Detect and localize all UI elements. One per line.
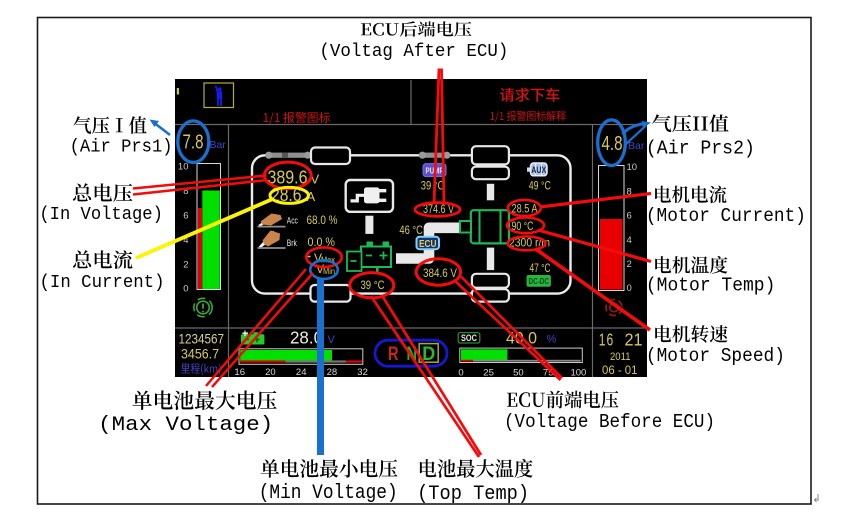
svg-text:16: 16	[234, 367, 245, 378]
svg-text:D: D	[422, 344, 435, 365]
svg-text:Min: Min	[323, 266, 335, 276]
svg-text:(In Current): (In Current)	[40, 272, 165, 293]
svg-text:7.8: 7.8	[183, 132, 204, 154]
svg-text:21: 21	[625, 329, 643, 349]
svg-text:N: N	[407, 344, 418, 365]
svg-text:(Min Voltage): (Min Voltage)	[259, 482, 398, 505]
svg-text:%: %	[547, 334, 557, 346]
svg-text:Brk: Brk	[287, 238, 297, 248]
svg-text:6: 6	[627, 211, 632, 222]
svg-text:ECU: ECU	[419, 238, 437, 250]
svg-text:10: 10	[178, 162, 189, 173]
svg-text:2: 2	[183, 259, 188, 270]
svg-text:(Voltag After ECU): (Voltag After ECU)	[319, 41, 508, 62]
svg-text:10: 10	[627, 162, 638, 173]
svg-text:(Top Temp): (Top Temp)	[417, 483, 529, 506]
svg-text:V: V	[316, 262, 324, 276]
svg-text:4: 4	[183, 235, 188, 246]
svg-text:24: 24	[296, 367, 307, 378]
svg-text:384.6 V: 384.6 V	[423, 266, 457, 280]
svg-text:2: 2	[627, 259, 632, 270]
svg-text:25: 25	[483, 368, 494, 379]
svg-text:AUX: AUX	[531, 165, 546, 175]
svg-text:6: 6	[183, 211, 188, 222]
svg-text:374.6 V: 374.6 V	[423, 204, 454, 216]
svg-text:46 °C: 46 °C	[399, 223, 423, 237]
svg-text:(Motor Speed): (Motor Speed)	[646, 345, 785, 367]
svg-text:V: V	[311, 172, 320, 187]
svg-text:1234567: 1234567	[179, 331, 225, 347]
svg-text:47 °C: 47 °C	[530, 261, 551, 275]
svg-text:8: 8	[183, 186, 188, 197]
svg-text:(Motor Current): (Motor Current)	[646, 205, 806, 227]
svg-text:0: 0	[627, 283, 632, 294]
svg-text:0: 0	[458, 368, 463, 379]
svg-text:(Max Voltage): (Max Voltage)	[98, 414, 273, 437]
svg-text:Bar: Bar	[210, 139, 227, 151]
svg-text:(Voltage Before ECU): (Voltage Before ECU)	[504, 411, 715, 433]
svg-text:A: A	[307, 189, 316, 204]
svg-text:V: V	[314, 251, 322, 265]
svg-text:28.5 A: 28.5 A	[512, 202, 538, 216]
svg-text:100: 100	[570, 368, 586, 379]
svg-text:V: V	[328, 334, 336, 346]
svg-text:16: 16	[599, 329, 615, 349]
svg-text:75: 75	[543, 368, 554, 379]
svg-text:389.6: 389.6	[268, 167, 308, 188]
svg-text:8: 8	[627, 186, 632, 197]
svg-text:06 - 01: 06 - 01	[602, 365, 638, 377]
svg-text:28: 28	[327, 367, 338, 378]
svg-text:39 °C: 39 °C	[421, 178, 445, 192]
svg-text:(In Voltage): (In Voltage)	[39, 203, 162, 225]
svg-text:20: 20	[265, 367, 276, 378]
svg-text:39 °C: 39 °C	[361, 278, 385, 292]
svg-text:49 °C: 49 °C	[529, 179, 551, 193]
svg-text:(Air Prs2): (Air Prs2)	[646, 138, 755, 160]
svg-text:SOC: SOC	[461, 333, 477, 344]
svg-text:4.8: 4.8	[602, 133, 623, 155]
svg-text:28.0: 28.0	[290, 328, 323, 348]
svg-text:0.0 %: 0.0 %	[308, 235, 336, 249]
svg-text:4: 4	[627, 235, 632, 246]
svg-text:Bar: Bar	[628, 140, 645, 152]
svg-text:68.0 %: 68.0 %	[307, 213, 338, 227]
svg-text:Acc: Acc	[287, 215, 298, 225]
svg-text:50: 50	[513, 368, 524, 379]
svg-text:3456.7: 3456.7	[181, 346, 219, 362]
svg-text:(Air Prs1): (Air Prs1)	[70, 136, 173, 157]
svg-text:32: 32	[357, 367, 368, 378]
svg-text:0: 0	[183, 284, 188, 295]
svg-text:R: R	[388, 344, 399, 365]
svg-text:90 °C: 90 °C	[512, 219, 534, 233]
svg-text:DC-DC: DC-DC	[529, 277, 550, 286]
svg-text:2011: 2011	[610, 351, 631, 363]
svg-text:(Motor Temp): (Motor Temp)	[646, 275, 776, 297]
